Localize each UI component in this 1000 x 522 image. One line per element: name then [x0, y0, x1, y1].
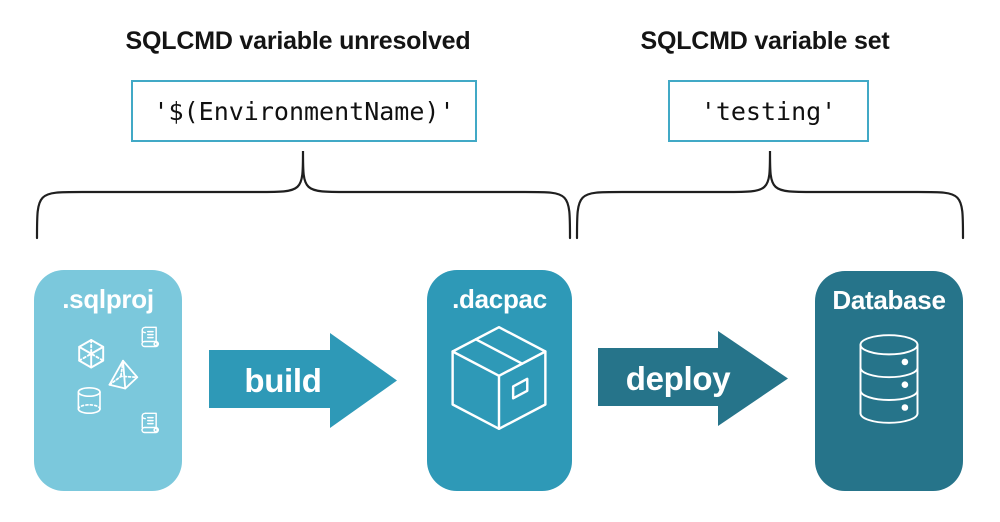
- unresolved-code-box: '$(EnvironmentName)': [131, 80, 477, 142]
- script-icon: [141, 326, 160, 348]
- set-code-text: 'testing': [700, 96, 837, 126]
- stage-card-database: Database: [815, 271, 963, 491]
- deploy-arrow-label: deploy: [625, 359, 731, 397]
- build-arrow: build: [209, 333, 397, 428]
- package-box-icon: [451, 325, 547, 431]
- build-arrow-label: build: [244, 361, 322, 399]
- curly-brace-left: [35, 150, 572, 240]
- unresolved-code-text: '$(EnvironmentName)': [153, 96, 455, 126]
- unresolved-heading: SQLCMD variable unresolved: [125, 27, 471, 55]
- stage-label-dacpac: .dacpac: [452, 284, 547, 314]
- pyramid-icon: [108, 359, 139, 390]
- deploy-arrow: deploy: [598, 331, 788, 426]
- script-icon: [141, 412, 160, 434]
- right-block-arrow: [598, 331, 788, 426]
- right-block-arrow: [209, 333, 397, 428]
- cube-icon: [78, 339, 105, 369]
- stage-label-database: Database: [832, 285, 946, 315]
- stage-card-sqlproj: .sqlproj: [34, 270, 182, 491]
- database-icon: [859, 334, 919, 424]
- stage-label-sqlproj: .sqlproj: [62, 284, 154, 314]
- set-code-box: 'testing': [668, 80, 869, 142]
- cylinder-icon: [77, 387, 101, 414]
- curly-braces: [35, 150, 965, 240]
- curly-brace-right: [575, 150, 965, 240]
- sql-project-objects-icon: [77, 326, 160, 434]
- set-heading: SQLCMD variable set: [640, 27, 890, 55]
- stage-card-dacpac: .dacpac: [427, 270, 572, 491]
